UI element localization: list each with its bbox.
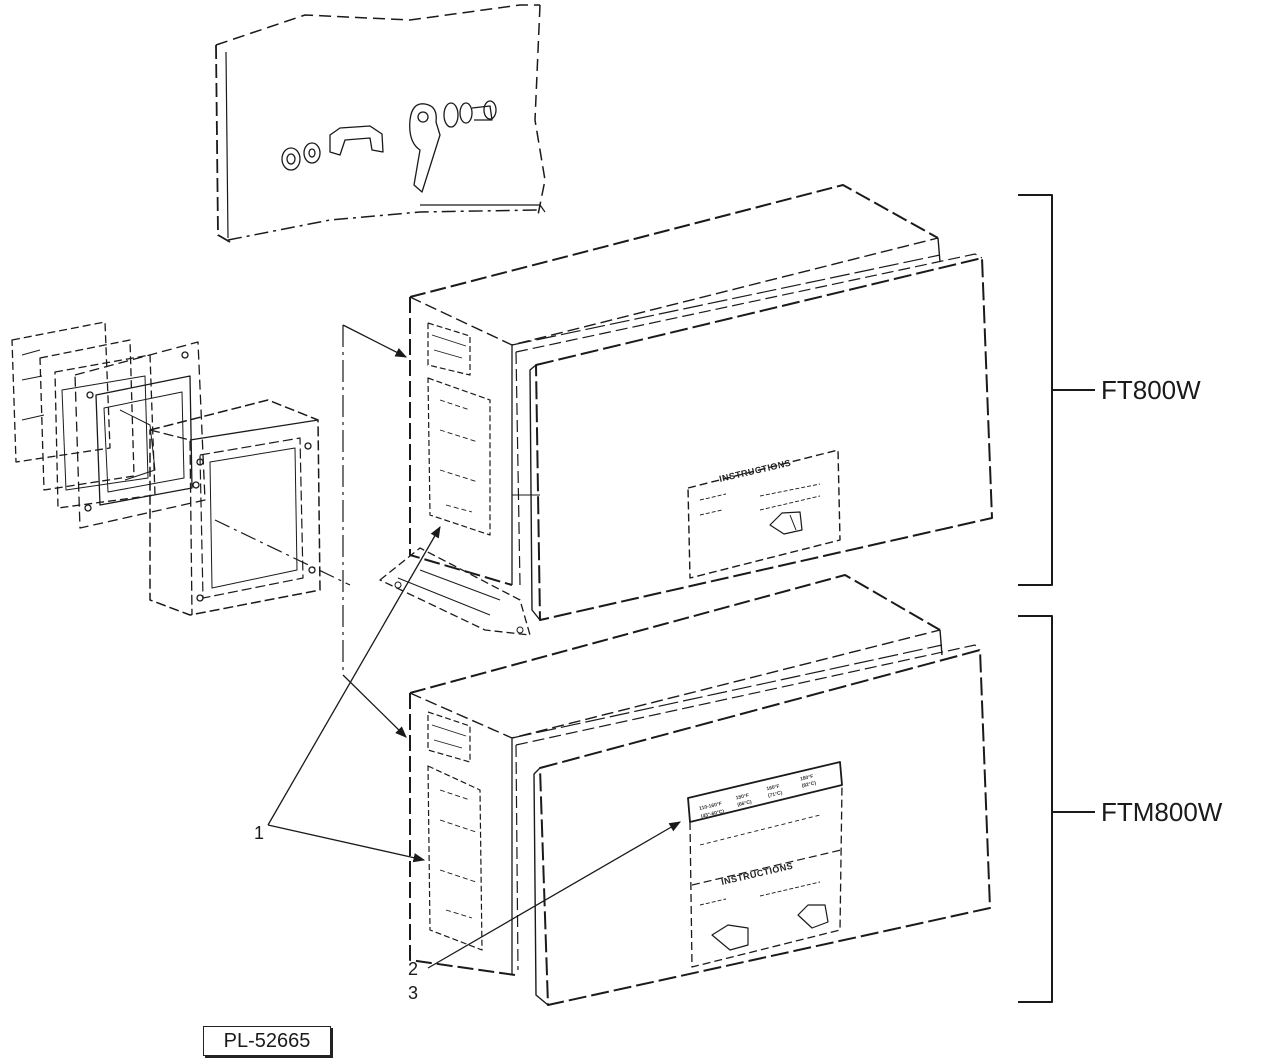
- callout-leaders: [267, 525, 682, 969]
- callout-3: 3: [408, 983, 418, 1003]
- callout-1: 1: [254, 823, 264, 843]
- unit-ftm800w: [409, 574, 991, 1006]
- exploded-plates: [11, 321, 321, 616]
- wall-panel: [215, 4, 546, 243]
- model-brackets: [1018, 194, 1095, 1003]
- temp-range-2-f: 150°F: [735, 793, 749, 802]
- lower-instructions-text: INSTRUCTIONS: [720, 861, 794, 887]
- temp-range-2-c: (66°C): [737, 799, 753, 808]
- temperature-strip: 110-160°F (43°-60°C) 150°F (66°C) 160°F …: [699, 774, 817, 820]
- mounting-frame: [149, 399, 321, 616]
- temp-range-1-c: (43°-60°C): [700, 809, 725, 820]
- upper-instructions-text: INSTRUCTIONS: [718, 458, 792, 484]
- temp-range-3-f: 160°F: [766, 783, 780, 792]
- temp-range-3-c: (71°C): [768, 790, 784, 799]
- temp-range-4-c: (82°C): [801, 780, 817, 789]
- temp-range-4-f: 180°F: [800, 774, 814, 783]
- unit-ft800w: [379, 184, 993, 636]
- callout-2: 2: [408, 959, 418, 979]
- latch-hardware: [281, 100, 497, 193]
- model-label-ftm800w: FTM800W: [1101, 797, 1223, 827]
- model-label-ft800w: FT800W: [1101, 375, 1201, 405]
- temp-range-1-f: 110-160°F: [699, 801, 723, 812]
- plate-id-label: PL-52665: [203, 1026, 331, 1056]
